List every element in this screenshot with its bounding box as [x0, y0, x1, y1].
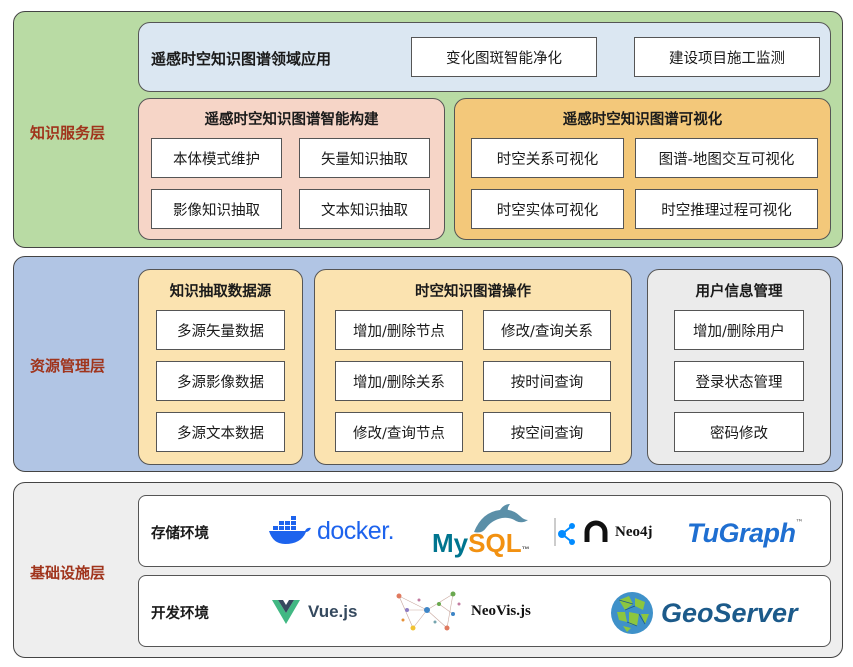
- resource-management-layer-label: 资源管理层: [30, 357, 106, 375]
- user-item-password: 密码修改: [674, 412, 804, 452]
- resource-management-layer: 资源管理层 知识抽取数据源 多源矢量数据 多源影像数据 多源文本数据 时空知识图…: [13, 256, 843, 472]
- docker-logo: docker.: [269, 516, 395, 546]
- neo4j-arc-icon: [584, 520, 608, 542]
- geoserver-logo: GeoServer: [609, 590, 798, 636]
- construction-item-image: 影像知识抽取: [151, 189, 282, 229]
- construction-item-ontology: 本体模式维护: [151, 138, 282, 178]
- development-label: 开发环境: [151, 606, 209, 622]
- tugraph-wordmark: TuGraph: [687, 518, 796, 548]
- visualization-item-graph-map: 图谱-地图交互可视化: [635, 138, 818, 178]
- source-item-text: 多源文本数据: [156, 412, 285, 452]
- geoserver-wordmark: GeoServer: [661, 597, 798, 628]
- application-panel-title: 遥感时空知识图谱领域应用: [151, 50, 332, 68]
- visualization-item-entity: 时空实体可视化: [471, 189, 624, 229]
- mysql-trademark: ™: [521, 545, 530, 554]
- visualization-panel-title: 遥感时空知识图谱可视化: [562, 112, 723, 128]
- users-panel-title: 用户信息管理: [695, 284, 783, 300]
- neovis-logo: NeoVis.js: [389, 584, 531, 638]
- mysql-logo: MySQL™: [432, 502, 532, 562]
- neovis-wordmark: NeoVis.js: [471, 602, 531, 619]
- storage-label: 存储环境: [151, 526, 209, 542]
- user-item-login-state: 登录状态管理: [674, 361, 804, 401]
- operation-add-delete-node: 增加/删除节点: [335, 310, 463, 350]
- operations-panel-title: 时空知识图谱操作: [415, 284, 531, 300]
- construction-item-text: 文本知识抽取: [299, 189, 430, 229]
- neo4j-logo: Neo4j: [553, 518, 653, 546]
- tugraph-logo: TuGraph ™: [687, 518, 804, 549]
- source-item-vector: 多源矢量数据: [156, 310, 285, 350]
- sources-panel: 知识抽取数据源 多源矢量数据 多源影像数据 多源文本数据: [138, 269, 303, 465]
- vue-logo: Vue.js: [272, 600, 357, 624]
- geoserver-globe-icon: [611, 592, 653, 634]
- operations-panel: 时空知识图谱操作 增加/删除节点 修改/查询关系 增加/删除关系 按时间查询 修…: [314, 269, 632, 465]
- visualization-item-relation: 时空关系可视化: [471, 138, 624, 178]
- tugraph-trademark: ™: [795, 518, 804, 527]
- operation-query-by-time: 按时间查询: [483, 361, 611, 401]
- knowledge-service-layer-label: 知识服务层: [30, 124, 106, 142]
- neo4j-graph-icon: [554, 518, 575, 546]
- application-item-patch-purification: 变化图斑智能净化: [411, 37, 597, 77]
- user-item-add-delete: 增加/删除用户: [674, 310, 804, 350]
- construction-item-vector: 矢量知识抽取: [299, 138, 430, 178]
- vue-wordmark: Vue.js: [308, 602, 358, 621]
- operation-modify-query-node: 修改/查询节点: [335, 412, 463, 452]
- construction-panel-title: 遥感时空知识图谱智能构建: [204, 112, 379, 128]
- visualization-panel: 遥感时空知识图谱可视化 时空关系可视化 图谱-地图交互可视化 时空实体可视化 时…: [454, 98, 831, 240]
- operation-add-delete-relation: 增加/删除关系: [335, 361, 463, 401]
- docker-wordmark: docker.: [317, 516, 395, 545]
- knowledge-service-layer: 知识服务层 遥感时空知识图谱领域应用 变化图斑智能净化 建设项目施工监测 遥感时…: [13, 11, 843, 248]
- application-panel: 遥感时空知识图谱领域应用 变化图斑智能净化 建设项目施工监测: [138, 22, 831, 92]
- neo4j-wordmark: Neo4j: [615, 523, 653, 540]
- operation-query-by-space: 按空间查询: [483, 412, 611, 452]
- operation-modify-query-relation: 修改/查询关系: [483, 310, 611, 350]
- users-panel: 用户信息管理 增加/删除用户 登录状态管理 密码修改: [647, 269, 831, 465]
- development-panel: 开发环境 Vue.js: [138, 575, 831, 647]
- application-item-construction-monitoring: 建设项目施工监测: [634, 37, 820, 77]
- vue-icon: [272, 600, 300, 624]
- infrastructure-layer: 基础设施层 存储环境 docker. MyS: [13, 482, 843, 658]
- mysql-dolphin-icon: [474, 504, 528, 533]
- visualization-item-reasoning: 时空推理过程可视化: [635, 189, 818, 229]
- sources-panel-title: 知识抽取数据源: [169, 284, 272, 300]
- source-item-image: 多源影像数据: [156, 361, 285, 401]
- infrastructure-layer-label: 基础设施层: [30, 564, 106, 582]
- mysql-wordmark-sql: SQL: [468, 528, 522, 558]
- storage-panel: 存储环境 docker. MySQL™: [138, 495, 831, 567]
- neovis-graph-icon: [396, 591, 461, 631]
- docker-whale-icon: [269, 516, 311, 544]
- construction-panel: 遥感时空知识图谱智能构建 本体模式维护 矢量知识抽取 影像知识抽取 文本知识抽取: [138, 98, 445, 240]
- mysql-wordmark-my: My: [432, 528, 469, 558]
